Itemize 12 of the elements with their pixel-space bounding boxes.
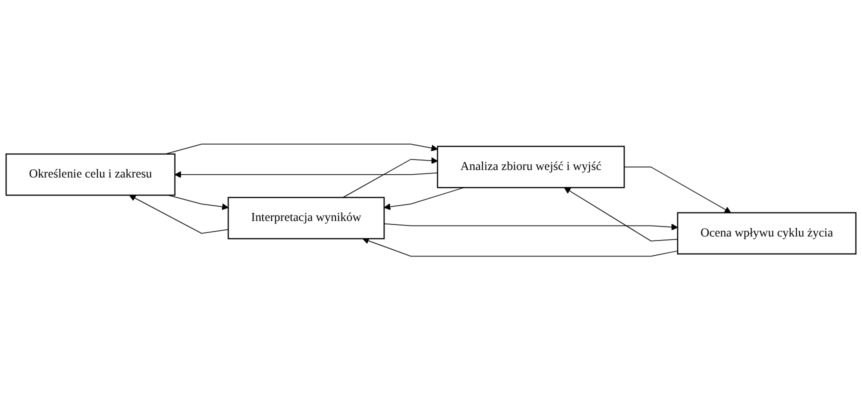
node-box: Określenie celu i zakresu: [6, 154, 176, 196]
node-box: Analiza zbioru wejść i wyjść: [436, 146, 625, 188]
arrow: [165, 144, 438, 155]
arrow: [362, 238, 678, 257]
arrow: [342, 158, 438, 198]
arrow: [174, 172, 438, 178]
arrow: [384, 224, 678, 231]
arrow: [564, 188, 678, 242]
arrow: [129, 195, 229, 234]
node-box: Ocena wpływu cyklu życia: [677, 212, 856, 255]
node-box: Interpretacja wyników: [228, 197, 385, 240]
arrow: [624, 166, 732, 214]
